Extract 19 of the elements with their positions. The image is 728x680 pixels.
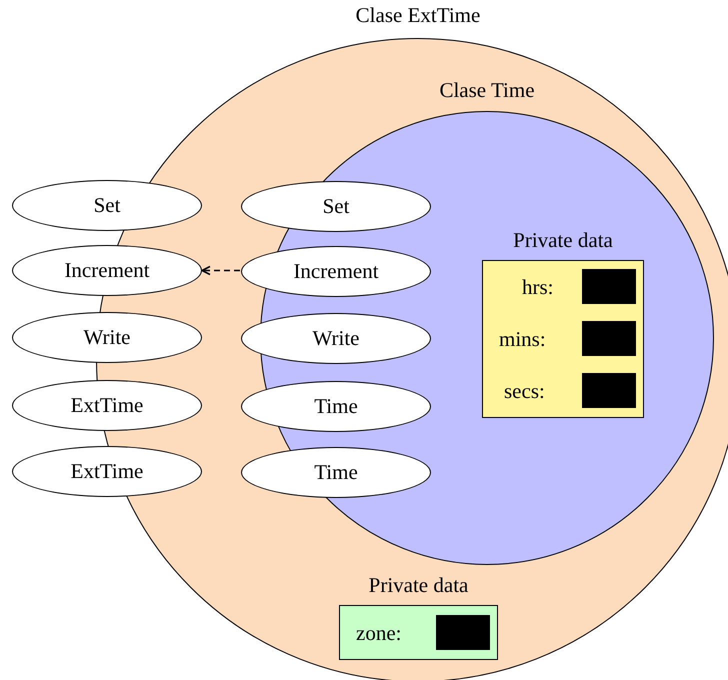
field-label: zone:: [356, 621, 402, 646]
section-heading: Private data: [368, 573, 468, 598]
method-name: Set: [94, 193, 120, 218]
section-heading: Private data: [513, 228, 613, 253]
method-name: Time: [314, 460, 358, 485]
method-name: ExtTime: [70, 393, 144, 418]
field-label: mins:: [499, 327, 546, 352]
class-heading: Clase Time: [439, 78, 535, 103]
field-label: secs:: [504, 379, 545, 404]
method-name: Write: [84, 325, 130, 350]
method-name: Write: [312, 326, 360, 351]
field-label: hrs:: [522, 275, 554, 300]
class-heading: Clase ExtTime: [356, 3, 480, 28]
method-name: Increment: [293, 259, 379, 284]
method-name: Set: [322, 194, 350, 219]
method-name: ExtTime: [70, 459, 144, 484]
dashed-arrow: [201, 266, 240, 276]
method-name: Time: [314, 394, 358, 419]
method-name: Increment: [64, 258, 150, 283]
